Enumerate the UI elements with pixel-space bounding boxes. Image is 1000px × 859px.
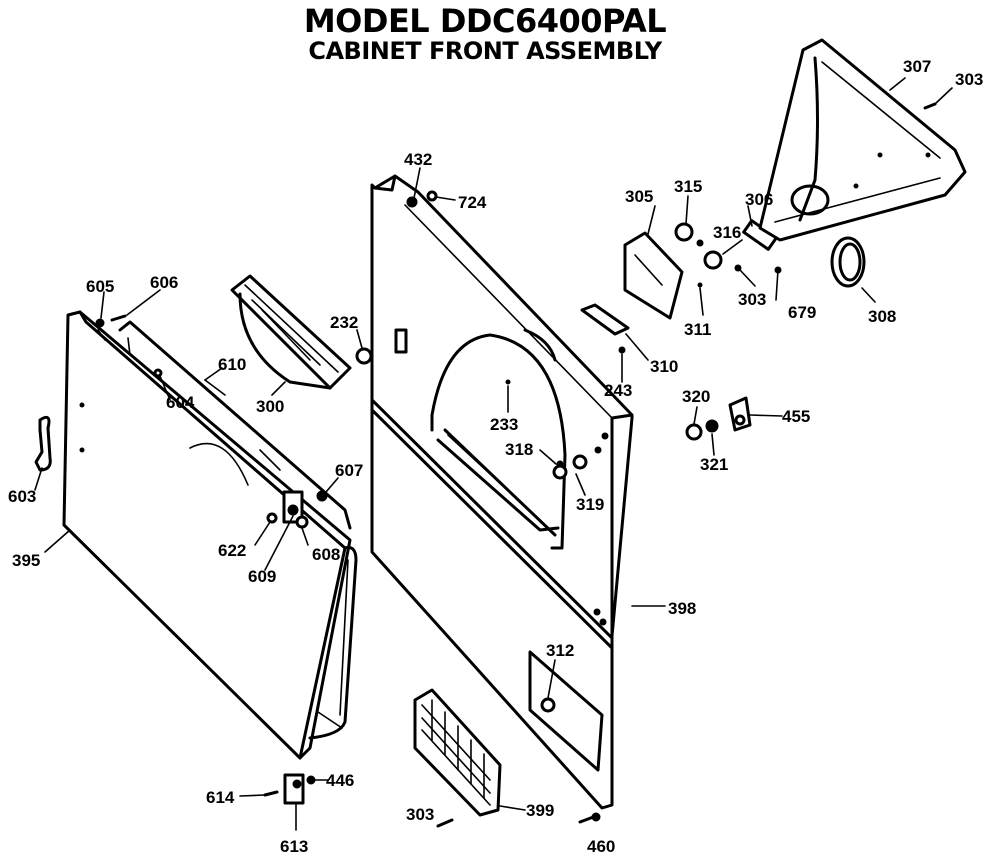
diagram-title: MODEL DDC6400PAL (303, 2, 667, 40)
label-606: 606 (150, 273, 178, 292)
label-243: 243 (604, 381, 632, 400)
label-321: 321 (700, 455, 728, 474)
label-307: 307 (903, 57, 931, 76)
label-305: 305 (625, 187, 653, 206)
label-455: 455 (782, 407, 810, 426)
screw-243 (618, 346, 626, 354)
part-labels: 307 303 432 724 305 315 306 316 303 679 … (8, 57, 983, 856)
label-603: 603 (8, 487, 36, 506)
label-303: 303 (738, 290, 766, 309)
label-604: 604 (166, 393, 195, 412)
label-622: 622 (218, 541, 246, 560)
part-318 (556, 460, 564, 468)
label-679: 679 (788, 303, 816, 322)
toe-grille-399 (413, 688, 502, 817)
screw-724 (426, 190, 438, 202)
top-cover-307 (758, 38, 967, 242)
part-233 (505, 379, 511, 385)
label-399: 399 (526, 801, 554, 820)
diagram-subtitle: CABINET FRONT ASSEMBLY (308, 37, 662, 65)
lint-filter-300 (230, 274, 352, 390)
bracket-305 (623, 231, 684, 320)
part-316 (703, 250, 723, 270)
part-315 (674, 222, 694, 242)
grommet-232 (355, 347, 373, 365)
label-300: 300 (256, 397, 284, 416)
door-panel-395 (62, 310, 358, 805)
door-handle-603 (34, 415, 52, 472)
label-395: 395 (12, 551, 40, 570)
label-310: 310 (650, 357, 678, 376)
part-321 (705, 419, 719, 433)
label-318: 318 (505, 440, 533, 459)
label-609: 609 (248, 567, 276, 586)
leader-lines (34, 77, 953, 831)
label-613: 613 (280, 837, 308, 856)
label-233: 233 (490, 415, 518, 434)
screw-303-top (923, 102, 937, 110)
label-446: 446 (326, 771, 354, 790)
label-724: 724 (458, 193, 487, 212)
label-398: 398 (668, 599, 696, 618)
label-316: 316 (713, 223, 741, 242)
label-312: 312 (546, 641, 574, 660)
screw-604 (153, 368, 163, 378)
screw-605 (95, 318, 105, 328)
front-panel-398 (370, 174, 634, 810)
label-432: 432 (404, 150, 432, 169)
label-315: 315 (674, 177, 702, 196)
label-460: 460 (587, 837, 615, 856)
label-319: 319 (576, 495, 604, 514)
label-303: 303 (406, 805, 434, 824)
label-232: 232 (330, 313, 358, 332)
plate-310 (580, 303, 630, 336)
label-608: 608 (312, 545, 340, 564)
part-320 (685, 423, 703, 441)
label-607: 607 (335, 461, 363, 480)
screw-303-bottom (436, 818, 454, 828)
label-605: 605 (86, 277, 114, 296)
switch-455 (728, 396, 752, 432)
label-311: 311 (684, 320, 711, 339)
label-320: 320 (682, 387, 710, 406)
ring-308 (830, 236, 866, 288)
label-303: 303 (955, 70, 983, 89)
label-614: 614 (206, 788, 235, 807)
label-306: 306 (745, 190, 773, 209)
screw-606 (110, 314, 127, 322)
label-308: 308 (868, 307, 896, 326)
label-610: 610 (218, 355, 246, 374)
